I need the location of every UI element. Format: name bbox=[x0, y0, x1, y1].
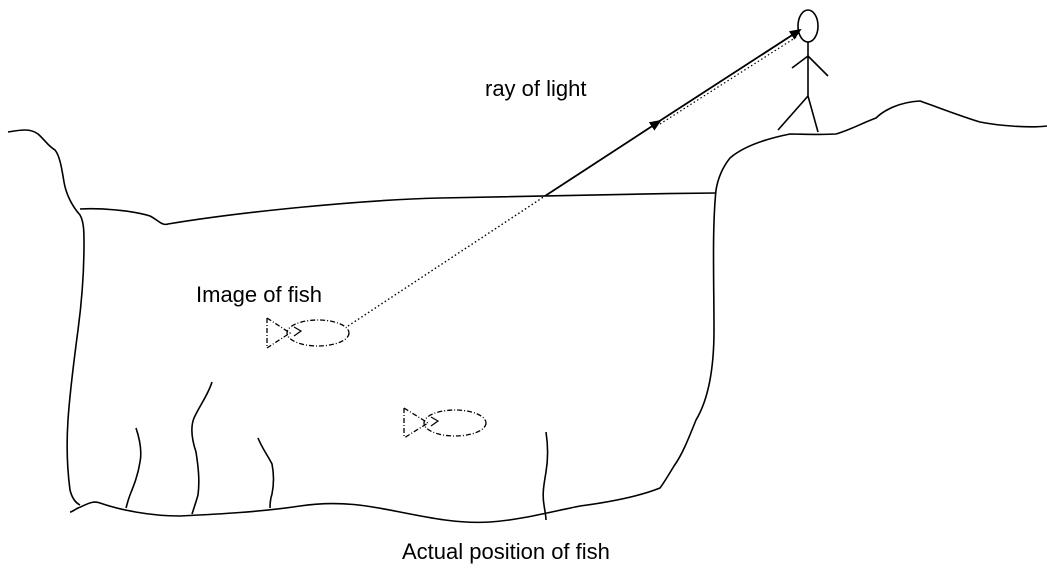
ray-dotted-extension bbox=[660, 36, 798, 124]
seaweed-4 bbox=[543, 432, 547, 520]
image-of-fish-label: Image of fish bbox=[196, 284, 322, 306]
observer-figure bbox=[778, 10, 828, 132]
actual-position-label: Actual position of fish bbox=[402, 541, 610, 563]
fish-actual-shape bbox=[404, 408, 486, 438]
observer-leg-left bbox=[778, 96, 808, 130]
ray-segment-upper bbox=[658, 30, 800, 122]
observer-arm-left bbox=[792, 56, 808, 68]
observer-arm-right bbox=[808, 56, 828, 76]
ray-of-light-label: ray of light bbox=[485, 78, 587, 100]
observer-leg-right bbox=[808, 96, 818, 132]
ray-segment-lower bbox=[545, 121, 660, 196]
seaweed-1 bbox=[126, 428, 141, 508]
seaweed-2 bbox=[192, 382, 212, 514]
virtual-ray-dotted bbox=[348, 196, 545, 326]
right-bank-outline bbox=[70, 101, 1047, 522]
fish-image-shape bbox=[267, 318, 349, 348]
water-surface bbox=[80, 193, 716, 224]
observer-head bbox=[798, 10, 818, 42]
left-bank-outline bbox=[8, 130, 84, 505]
seaweed-3 bbox=[258, 438, 274, 508]
